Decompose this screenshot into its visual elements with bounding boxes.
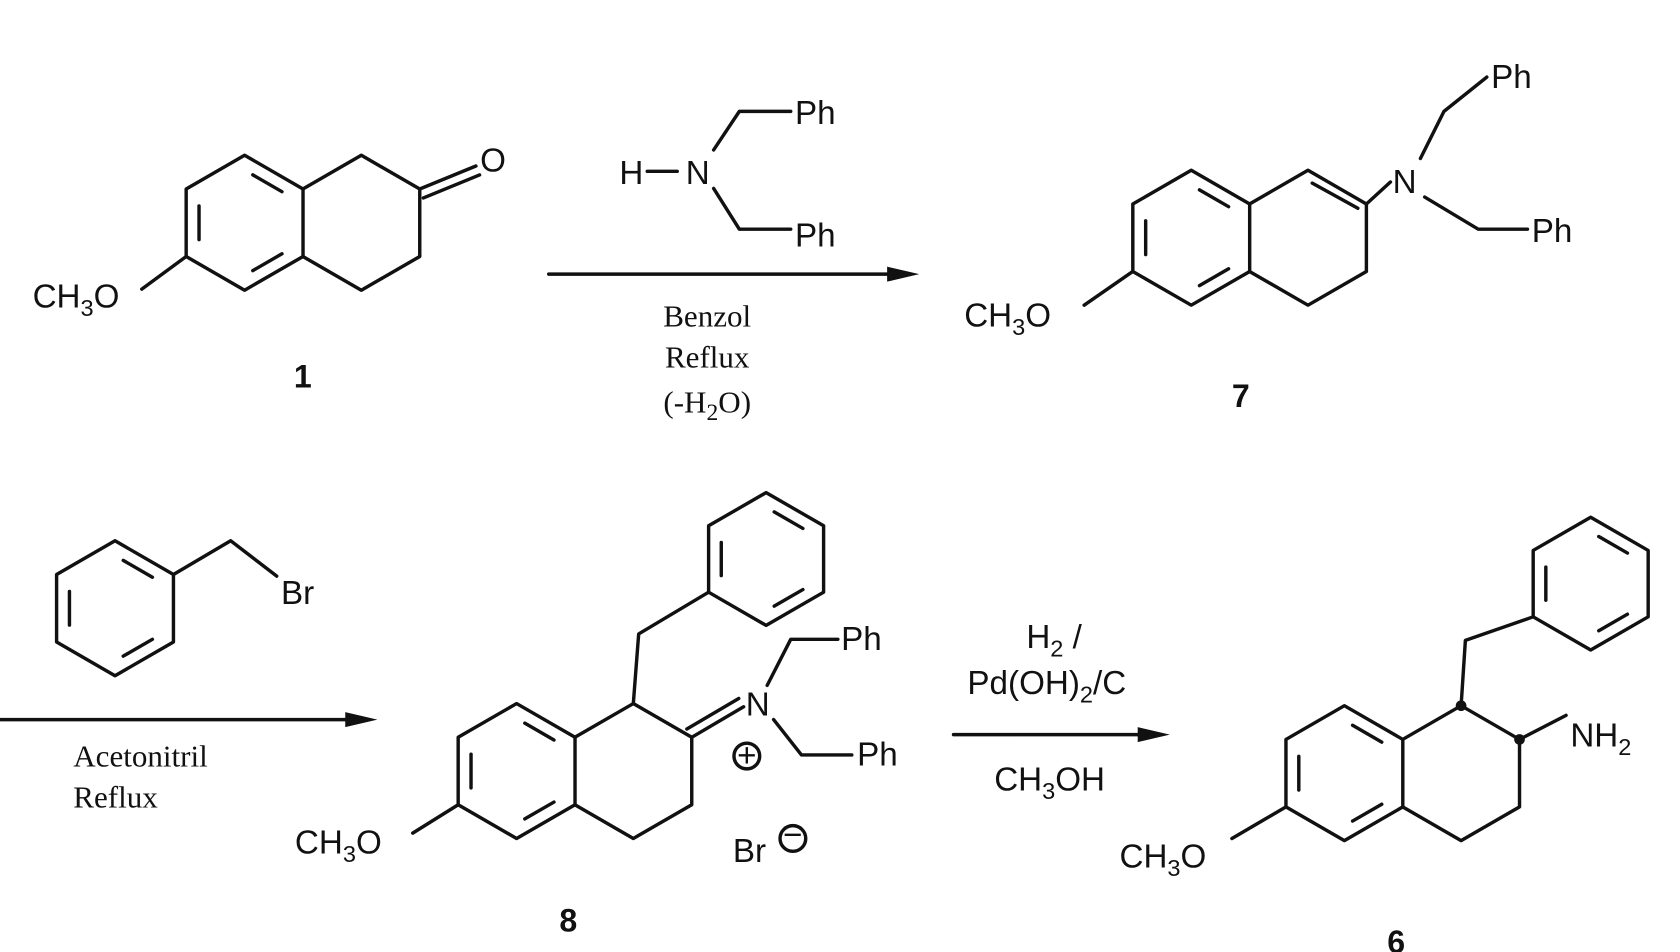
condition-solvent: Benzol [663, 299, 751, 334]
benzene-ring [186, 155, 303, 290]
carbonyl-oxygen-label: O [480, 142, 506, 179]
benzyl-bond [714, 111, 791, 150]
double-bond [1199, 269, 1228, 286]
cyclohexanone-ring [303, 155, 420, 290]
counter-ion-label: Br [733, 833, 766, 870]
nitrogen-label: N [1393, 164, 1417, 201]
reaction-1: H N Ph Ph Benzol Reflux (-H2O) [619, 95, 835, 426]
double-bond [123, 560, 152, 577]
double-bond [123, 639, 152, 656]
benzene-ring [57, 541, 174, 676]
benzyl-bond [1425, 197, 1528, 229]
reagent-hydrogen: H2 / [1026, 619, 1082, 662]
double-bond [1353, 725, 1382, 742]
double-bond [1599, 614, 1628, 631]
nitrogen-label: N [686, 155, 710, 192]
double-bond [774, 512, 803, 529]
stereocenter-dot-icon [1456, 700, 1467, 711]
arrowhead-icon [345, 712, 377, 727]
double-bond [774, 590, 803, 607]
methoxy-bond [1084, 271, 1133, 305]
benzene-ring [1286, 706, 1403, 841]
benzene-ring [458, 704, 575, 839]
ch2-br-bond [173, 541, 276, 576]
double-bond [525, 723, 554, 740]
compound-7: CH3O N Ph Ph 7 [964, 59, 1572, 414]
benzene-ring [1133, 170, 1250, 305]
methoxy-label: CH3O [1119, 838, 1206, 881]
carbonyl-double-bond [423, 175, 479, 198]
double-bond [253, 175, 282, 192]
nitrogen-label: N [746, 686, 770, 723]
methoxy-bond [142, 256, 186, 289]
compound-number: 6 [1387, 924, 1405, 952]
benzyl-bond [767, 639, 838, 685]
methoxy-label: CH3O [295, 824, 382, 867]
benzyl-bond [633, 592, 708, 703]
benzyl-bond [1461, 617, 1533, 706]
phenyl-label: Ph [1491, 59, 1532, 96]
bromine-label: Br [281, 575, 314, 612]
compound-number: 1 [294, 359, 312, 395]
reagent-catalyst: Pd(OH)2/C [967, 665, 1126, 708]
condition-temperature: Reflux [665, 339, 750, 374]
c-n-bond [1520, 715, 1567, 739]
methoxy-bond [413, 805, 458, 833]
phenyl-ring [709, 493, 824, 626]
compound-1: CH3O O 1 [33, 142, 506, 394]
phenyl-label: Ph [857, 737, 898, 774]
arrowhead-icon [1138, 727, 1170, 742]
double-bond [1353, 804, 1382, 821]
benzyl-bond [714, 188, 791, 229]
amine-label: NH2 [1570, 717, 1631, 760]
methoxy-bond [1232, 807, 1286, 839]
hydrogen-label: H [619, 155, 643, 192]
phenyl-label: Ph [841, 621, 882, 658]
reaction-2: Br Acetonitril Reflux [73, 575, 314, 814]
compound-6: CH3O NH2 6 [1119, 717, 1631, 952]
compound-8: CH3O N + Ph Ph Br − 8 [295, 621, 898, 939]
double-bond [253, 254, 282, 271]
phenyl-label: Ph [795, 95, 836, 132]
condition-byproduct: (-H2O) [663, 384, 751, 425]
methoxy-label: CH3O [33, 278, 120, 321]
double-bond [1599, 536, 1628, 553]
carbonyl-double-bond [420, 166, 476, 189]
cyclohexane-ring [575, 704, 692, 839]
phenyl-ring [1533, 517, 1648, 650]
double-bond [525, 802, 554, 819]
condition-solvent: CH3OH [994, 761, 1105, 804]
cyclohexane-ring [1403, 706, 1520, 841]
stereocenter-dot-icon [1514, 734, 1525, 745]
phenyl-label: Ph [795, 217, 836, 254]
compound-number: 7 [1232, 378, 1250, 414]
double-bond [1199, 190, 1228, 207]
c-n-bond [1366, 182, 1390, 204]
compound-number: 8 [559, 903, 577, 939]
condition-solvent: Acetonitril [73, 739, 208, 774]
benzyl-bond [1420, 77, 1486, 158]
arrowhead-icon [887, 267, 919, 282]
positive-charge: + [737, 738, 756, 775]
reaction-3: H2 / Pd(OH)2/C CH3OH [967, 619, 1126, 804]
phenyl-label: Ph [1532, 213, 1573, 250]
condition-temperature: Reflux [73, 779, 158, 814]
benzyl-bond [774, 720, 852, 755]
dihydro-ring [1250, 170, 1367, 305]
negative-charge: − [783, 817, 802, 854]
methoxy-label: CH3O [964, 298, 1051, 341]
